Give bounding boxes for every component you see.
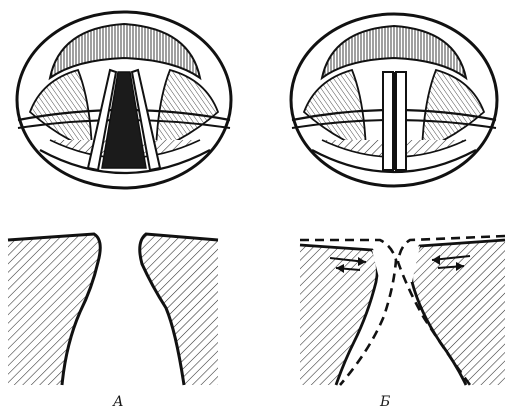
cross-section-b (300, 236, 505, 385)
laryngoscope-view-b (291, 14, 497, 186)
cross-section-a (8, 234, 218, 385)
laryngoscope-view-a (17, 12, 231, 188)
panel-label-a: А (113, 394, 124, 410)
panel-label-b: Б (380, 394, 390, 410)
